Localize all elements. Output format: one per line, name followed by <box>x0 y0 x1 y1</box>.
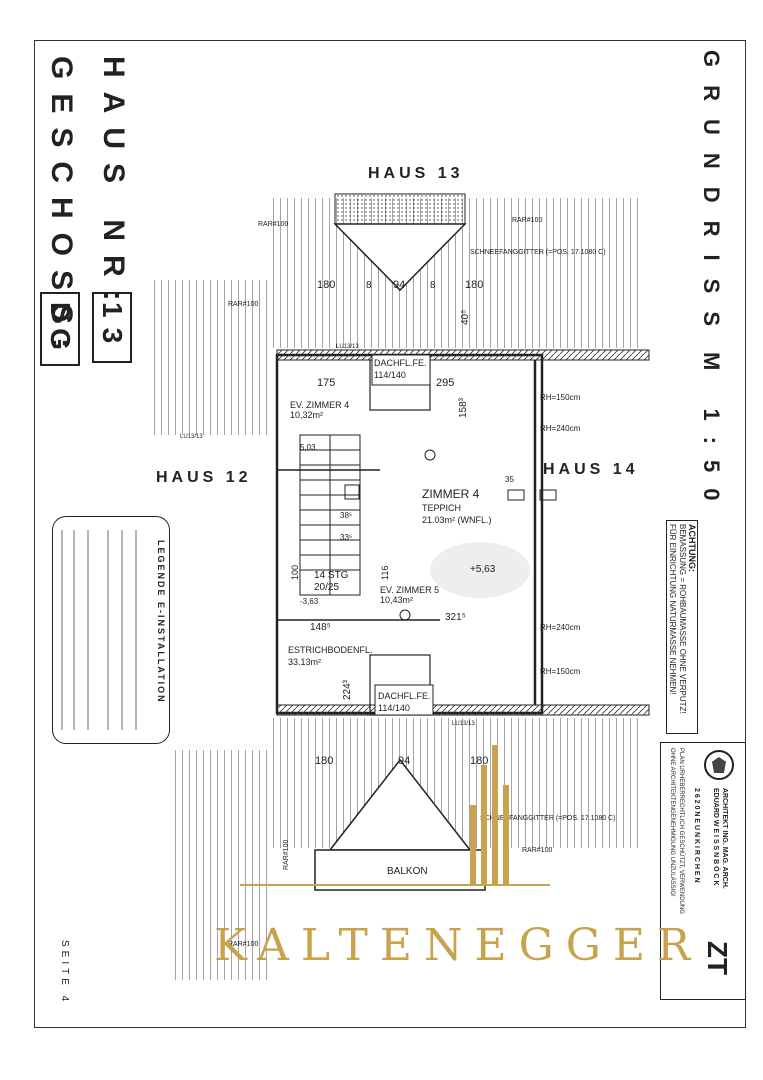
zt-logo: ZT <box>702 940 734 976</box>
lu-left: LU13/13 <box>180 434 203 440</box>
dim-8b: 8 <box>430 280 436 291</box>
lu-top: LU13/13 <box>336 344 359 350</box>
dim-180-bot2: 180 <box>470 755 488 767</box>
rar-top: RAR#100 <box>258 221 288 228</box>
stairs <box>299 434 361 596</box>
architect-line4: PLAN URHEBERRECHTLICH GESCHÜTZT, VERWEND… <box>678 748 684 914</box>
balkon-label: BALKON <box>387 866 428 877</box>
dim-385: 38⁵ <box>340 511 352 520</box>
notice-line2: FÜR EINRICHTUNG NATURMASSE NEHMEN! <box>668 524 677 695</box>
dim-321: 321⁵ <box>445 612 466 623</box>
dim-295: 295 <box>436 377 454 389</box>
rar-bot2: RAR#100 <box>522 847 552 854</box>
ev5-area: 10,43m² <box>380 595 413 605</box>
rar-left: RAR#100 <box>228 301 258 308</box>
dim-363: -3,63 <box>300 597 319 606</box>
wall-bottom <box>276 704 650 716</box>
dachfl-bot-size: 114/140 <box>378 703 410 713</box>
dim-175: 175 <box>317 377 335 389</box>
lu-bot: LU13/13 <box>452 721 475 727</box>
watermark-logo-icon <box>470 745 520 885</box>
schnee-bot: SCHNEEFANGGITTER (=POS. 17.1080 C) <box>480 815 616 822</box>
scale-label: M 1:50 <box>699 352 724 517</box>
dim-180-top2: 180 <box>465 279 483 291</box>
dim-224: 224³ <box>342 679 353 700</box>
zimmer4-floor: TEPPICH <box>422 503 461 513</box>
dim-503: 5,03 <box>300 443 316 452</box>
notice-line1: BEMASSUNG = ROHBAUMASSE OHNE VERPUTZ! <box>678 524 687 714</box>
dim-180-top: 180 <box>317 279 335 291</box>
dim-94-top: 94 <box>393 279 405 291</box>
grundriss-title: GRUNDRISS <box>699 50 724 345</box>
rar-top2: RAR#100 <box>512 217 542 224</box>
haus13-label: HAUS 13 <box>368 165 464 182</box>
dim-116: 116 <box>380 566 390 580</box>
haus14-label: HAUS 14 <box>543 461 639 478</box>
notice-box <box>666 520 698 734</box>
rar-bot: RAR#100 <box>283 840 290 870</box>
ev4-area: 10,32m² <box>290 410 323 420</box>
austria-seal-icon <box>704 750 734 780</box>
ev5-name: EV. ZIMMER 5 <box>380 585 439 595</box>
stairs-size: 20/25 <box>314 582 339 593</box>
geschoss-value: DG <box>40 292 80 366</box>
dim-148: 148⁵ <box>310 622 331 633</box>
roof-lower <box>268 718 640 848</box>
dachfl-bot-name: DACHFL.FE. <box>378 691 431 701</box>
haus-nr-label: HAUS NR: <box>97 56 130 315</box>
architect-line1: ARCHITEKT ING. MAG. ARCH. <box>721 788 728 889</box>
dim-33: 33⁵ <box>340 533 352 542</box>
architect-line5: OHNE ARCHITEKTENGENEHMIGUNG UNZULÄSSIG! <box>669 748 675 897</box>
estrich-area: 33.13m² <box>288 657 321 667</box>
floor-plan: HAUS 13 HAUS 12 HAUS 14 180 8 94 8 180 4… <box>150 165 650 980</box>
estrich-name: ESTRICHBODENFL. <box>288 645 373 655</box>
roof-left <box>150 280 270 435</box>
dim-40-5: 40⁵ <box>460 310 471 325</box>
page-number: SEITE 4 <box>59 940 70 1006</box>
rar-bot3: RAR#100 <box>228 941 258 948</box>
balkon-outline <box>314 849 486 891</box>
wall-top <box>276 349 650 361</box>
watermark-text: KALTENEGGER <box>214 920 703 971</box>
stairs-label: 14 STG <box>314 570 349 581</box>
plan-sheet <box>34 40 746 1028</box>
legend-symbols <box>61 530 137 730</box>
zimmer4-area: 21.03m² (WNFL.) <box>422 515 492 525</box>
dim-94-bot: 94 <box>398 755 410 767</box>
dim-100: 100 <box>290 565 300 580</box>
rh150-top: RH=150cm <box>540 393 581 402</box>
dim-158: 158³ <box>458 397 469 418</box>
notice-title: ACHTUNG: <box>687 524 697 572</box>
dachfl-top-name: DACHFL.FE. <box>374 358 427 368</box>
dormer-top <box>334 193 466 225</box>
architect-box <box>660 742 746 1000</box>
legend-box <box>52 516 170 744</box>
ev4-name: EV. ZIMMER 4 <box>290 400 349 410</box>
haus12-label: HAUS 12 <box>156 469 252 486</box>
rh240-top: RH=240cm <box>540 424 581 433</box>
architect-line2: EDUARD W E I S S N B Ö C K <box>712 788 719 886</box>
roof-lower-left <box>170 750 270 980</box>
zimmer4-name: ZIMMER 4 <box>422 487 480 501</box>
dormer-roof-top <box>333 223 467 292</box>
dachfl-top-size: 114/140 <box>374 370 406 380</box>
rh150-bot: RH=150cm <box>540 667 581 676</box>
dim-35: 35 <box>505 475 514 484</box>
dim-180-bot: 180 <box>315 755 333 767</box>
rh240-bot: RH=240cm <box>540 623 581 632</box>
dim-8a: 8 <box>366 280 372 291</box>
haus-nr-value: 13 <box>92 292 132 364</box>
architect-line3: 2 6 2 0 N E U N K I R C H E N <box>693 788 700 883</box>
schnee-top: SCHNEEFANGGITTER (=POS. 17.1080 C) <box>470 249 606 256</box>
watermark-line <box>240 884 550 886</box>
height-mark: +5,63 <box>470 564 496 575</box>
